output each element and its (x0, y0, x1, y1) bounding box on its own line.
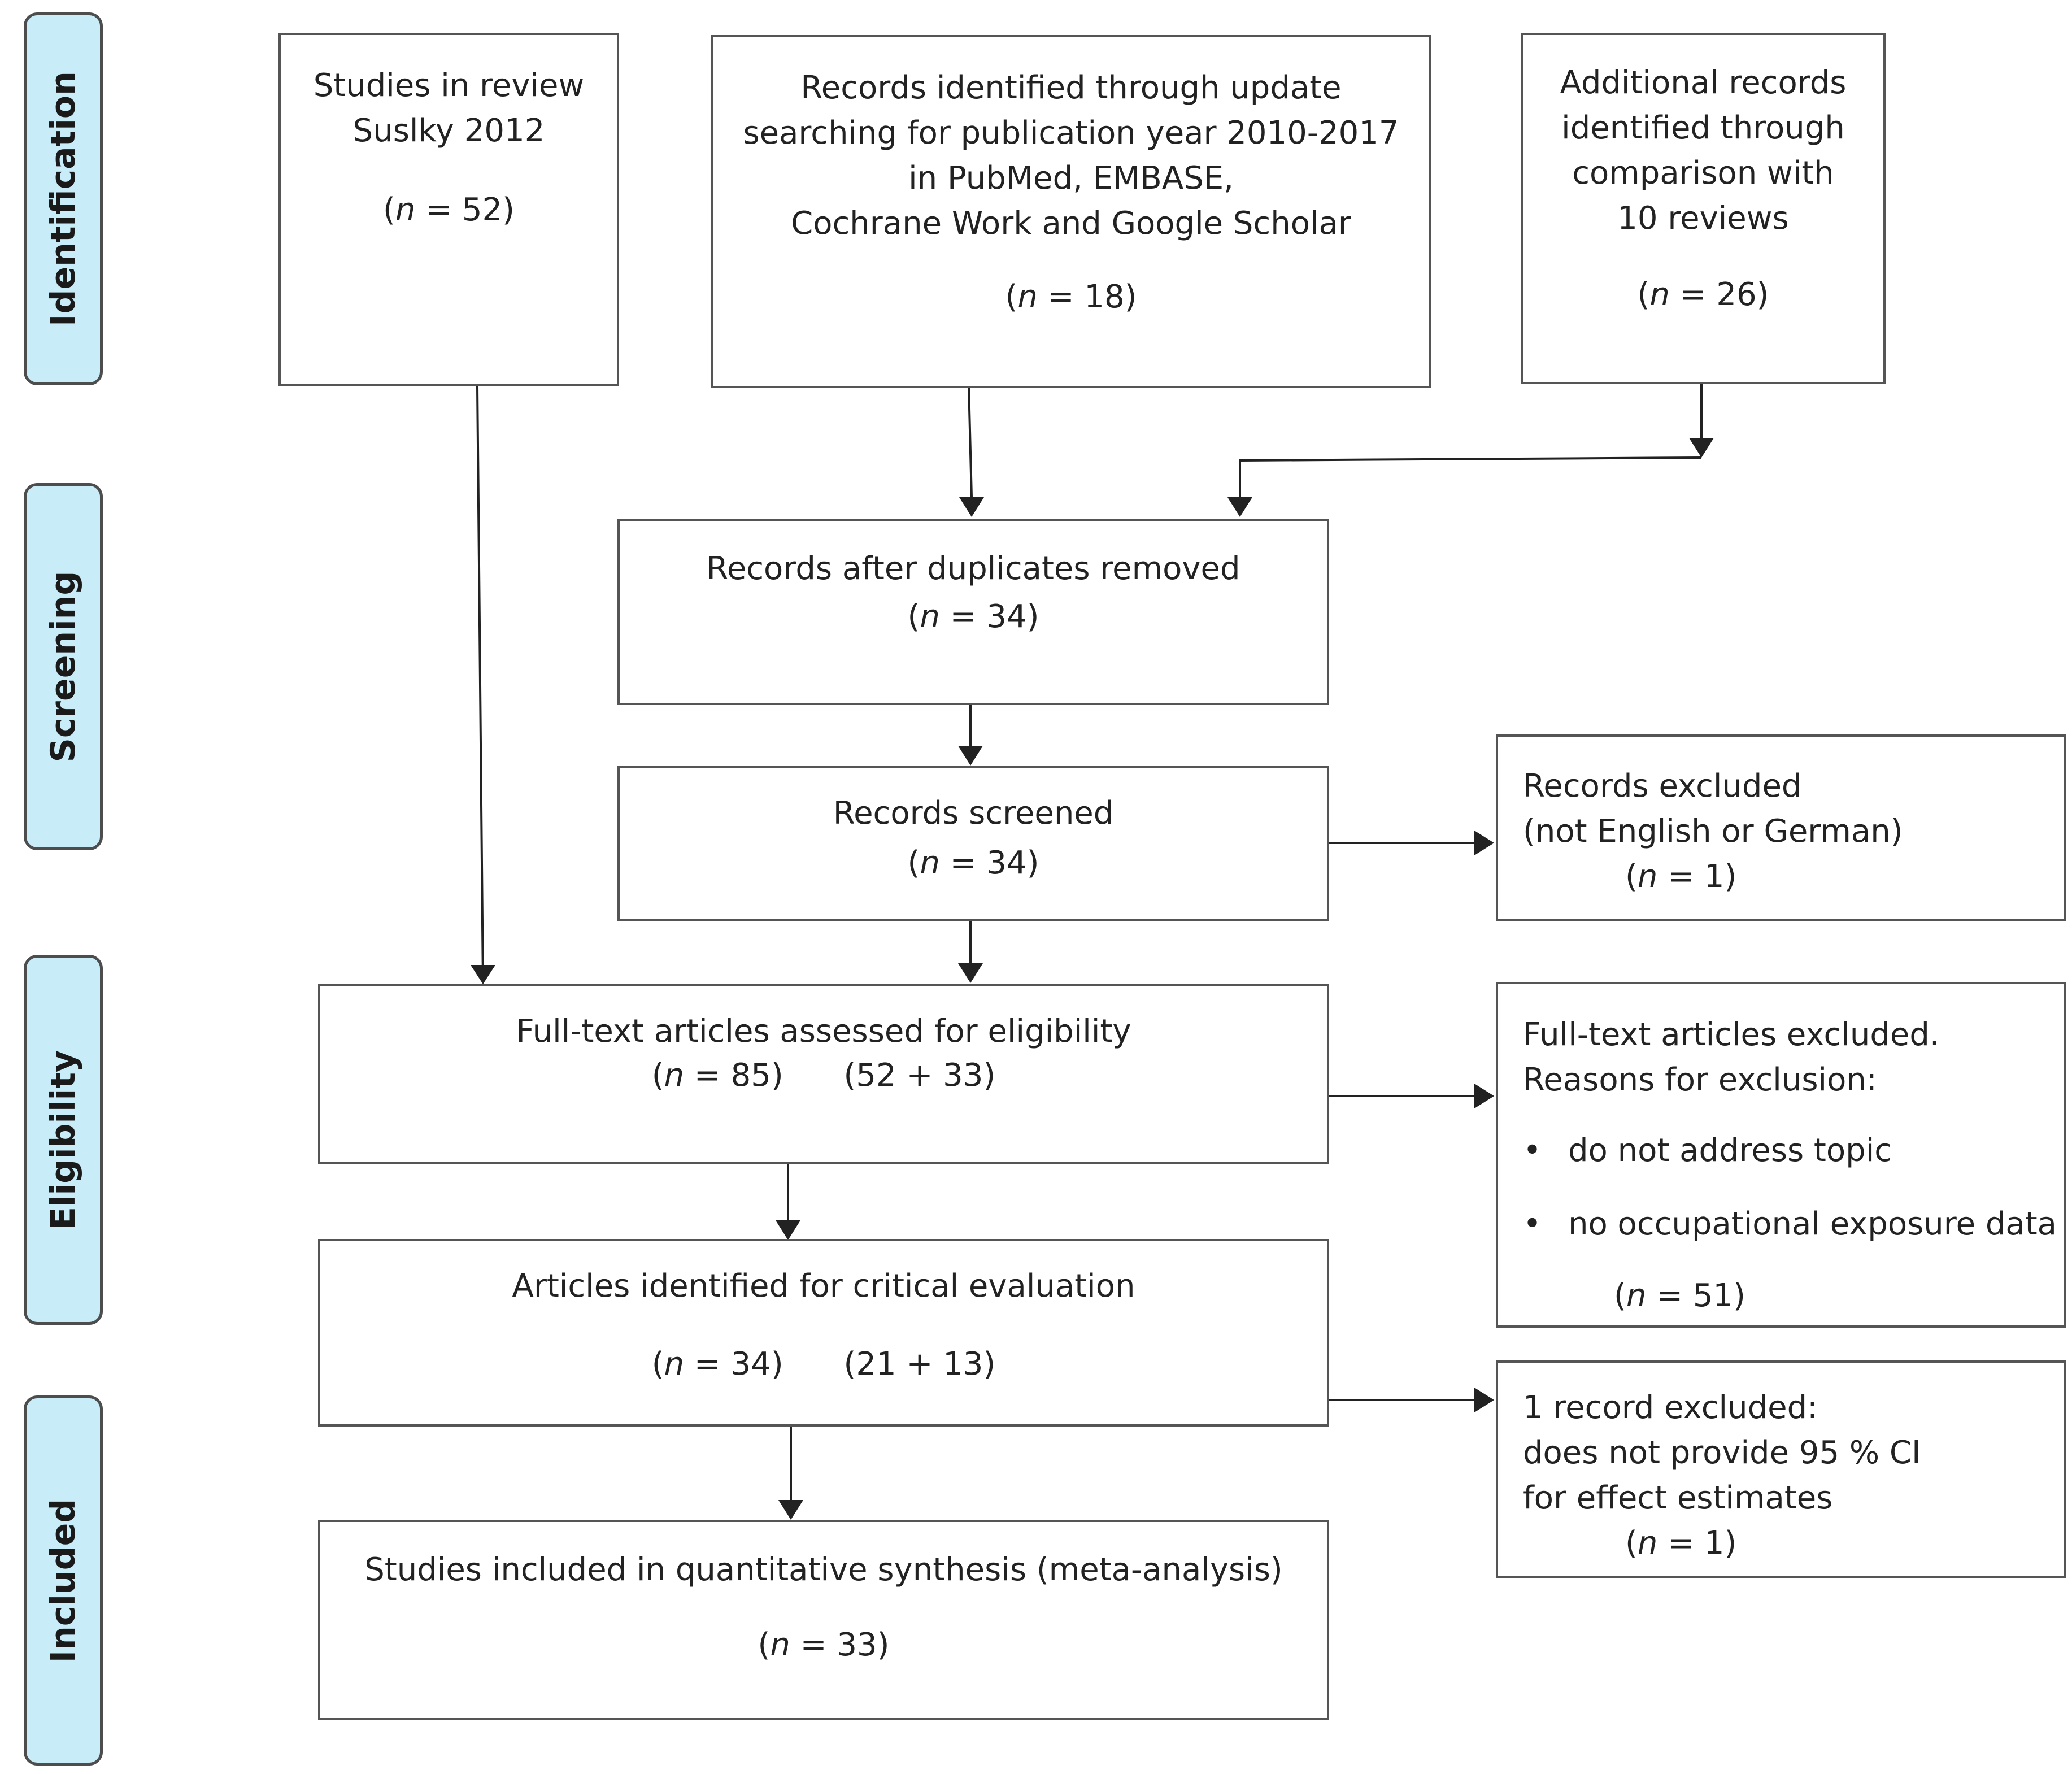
duplicates-n: (n = 34) (907, 598, 1039, 635)
exclusion-reason-2: •no occupational exposure data (1523, 1206, 2057, 1242)
exclusion-reason-1: •do not address topic (1523, 1132, 1892, 1169)
update-line4: Cochrane Work and Google Scholar (791, 205, 1351, 242)
ci-excluded-line3: for effect estimates (1523, 1480, 1833, 1516)
additional-n: (n = 26) (1637, 276, 1769, 313)
box-records-screened: Records screened (n = 34) (617, 766, 1329, 921)
box-update-search: Records identified through update search… (711, 35, 1431, 388)
fulltext-excluded-line1: Full-text articles excluded. (1523, 1016, 1940, 1053)
duplicates-line1: Records after duplicates removed (706, 550, 1240, 587)
fulltext-line1: Full-text articles assessed for eligibil… (516, 1013, 1131, 1050)
update-line2: searching for publication year 2010-2017 (743, 115, 1399, 151)
stage-tab-screening: Screening (24, 483, 103, 850)
screened-n: (n = 34) (907, 845, 1039, 881)
critical-line1: Articles identified for critical evaluat… (512, 1268, 1135, 1305)
suslky-line2: Suslky 2012 (352, 112, 545, 149)
additional-line4: 10 reviews (1617, 200, 1789, 237)
update-n: (n = 18) (1005, 279, 1137, 315)
stage-tab-eligibility: Eligibility (24, 955, 103, 1325)
box-included-synthesis: Studies included in quantitative synthes… (318, 1520, 1329, 1720)
included-line1: Studies included in quantitative synthes… (364, 1551, 1283, 1588)
excluded-language-line1: Records excluded (1523, 768, 1802, 805)
suslky-n: (n = 52) (382, 192, 515, 228)
arrow-additional-to-duplicates (1239, 456, 1702, 497)
included-n: (n = 33) (758, 1627, 890, 1663)
critical-n-row: (n = 34) (21 + 13) (651, 1346, 996, 1382)
box-ci-excluded: 1 record excluded: does not provide 95 %… (1496, 1360, 2066, 1578)
fulltext-n-row: (n = 85) (52 + 33) (651, 1057, 996, 1094)
ci-excluded-line2: does not provide 95 % CI (1523, 1434, 1921, 1471)
box-fulltext-excluded: Full-text articles excluded. Reasons for… (1496, 982, 2066, 1328)
additional-line3: comparison with (1572, 155, 1834, 192)
suslky-line1: Studies in review (313, 67, 585, 104)
arrow-suslky-to-fulltext (476, 385, 484, 984)
additional-line2: identified through (1561, 110, 1845, 146)
screened-line1: Records screened (833, 795, 1114, 832)
fulltext-excluded-n: (n = 51) (1614, 1277, 1746, 1314)
excluded-language-line2: (not English or German) (1523, 813, 1903, 850)
update-line1: Records identified through update (800, 69, 1342, 106)
update-line3: in PubMed, EMBASE, (908, 160, 1234, 197)
arrow-update-to-duplicates (968, 385, 973, 498)
box-fulltext-assessed: Full-text articles assessed for eligibil… (318, 984, 1329, 1164)
box-duplicates-removed: Records after duplicates removed (n = 34… (617, 519, 1329, 705)
stage-tab-included: Included (24, 1395, 103, 1766)
stage-tab-identification: Identification (24, 12, 103, 385)
box-critical-evaluation: Articles identified for critical evaluat… (318, 1239, 1329, 1427)
additional-line1: Additional records (1560, 64, 1847, 101)
box-additional-records: Additional records identified through co… (1521, 33, 1886, 384)
ci-excluded-line1: 1 record excluded: (1523, 1389, 1818, 1426)
box-records-excluded-language: Records excluded (not English or German)… (1496, 734, 2066, 921)
ci-excluded-n: (n = 1) (1625, 1525, 1737, 1562)
box-suslky: Studies in review Suslky 2012 (n = 52) (278, 33, 619, 386)
excluded-language-n: (n = 1) (1625, 858, 1737, 895)
fulltext-excluded-line2: Reasons for exclusion: (1523, 1062, 1877, 1098)
